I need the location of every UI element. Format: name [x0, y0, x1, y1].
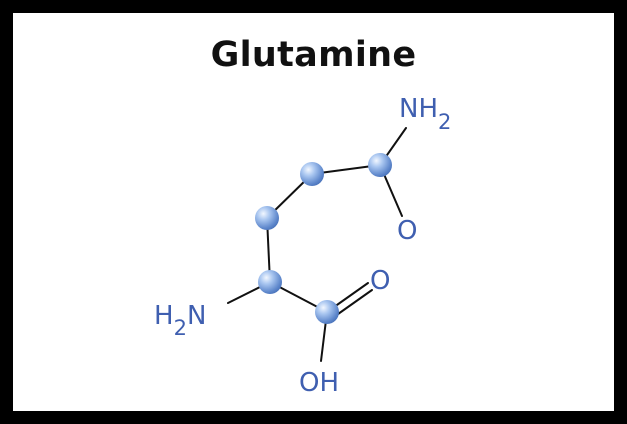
- acid-hydroxyl-label: OH: [299, 368, 339, 398]
- glutamine-structure: NH2 O O OH H2N: [154, 94, 451, 398]
- diagram-title: Glutamine: [210, 35, 417, 75]
- acid-oxygen-label: O: [370, 266, 390, 296]
- amide-nitrogen-label: NH2: [399, 94, 451, 134]
- amide-oxygen-label: O: [397, 216, 417, 246]
- atom-sphere-c1: [258, 270, 282, 294]
- atom-sphere-c3: [300, 162, 324, 186]
- atoms: [255, 153, 392, 324]
- amine-label: H2N: [154, 301, 206, 340]
- atom-sphere-cooh: [315, 300, 339, 324]
- atom-sphere-c2: [255, 206, 279, 230]
- diagram-panel: Glutamine: [13, 13, 614, 411]
- atom-sphere-c4: [368, 153, 392, 177]
